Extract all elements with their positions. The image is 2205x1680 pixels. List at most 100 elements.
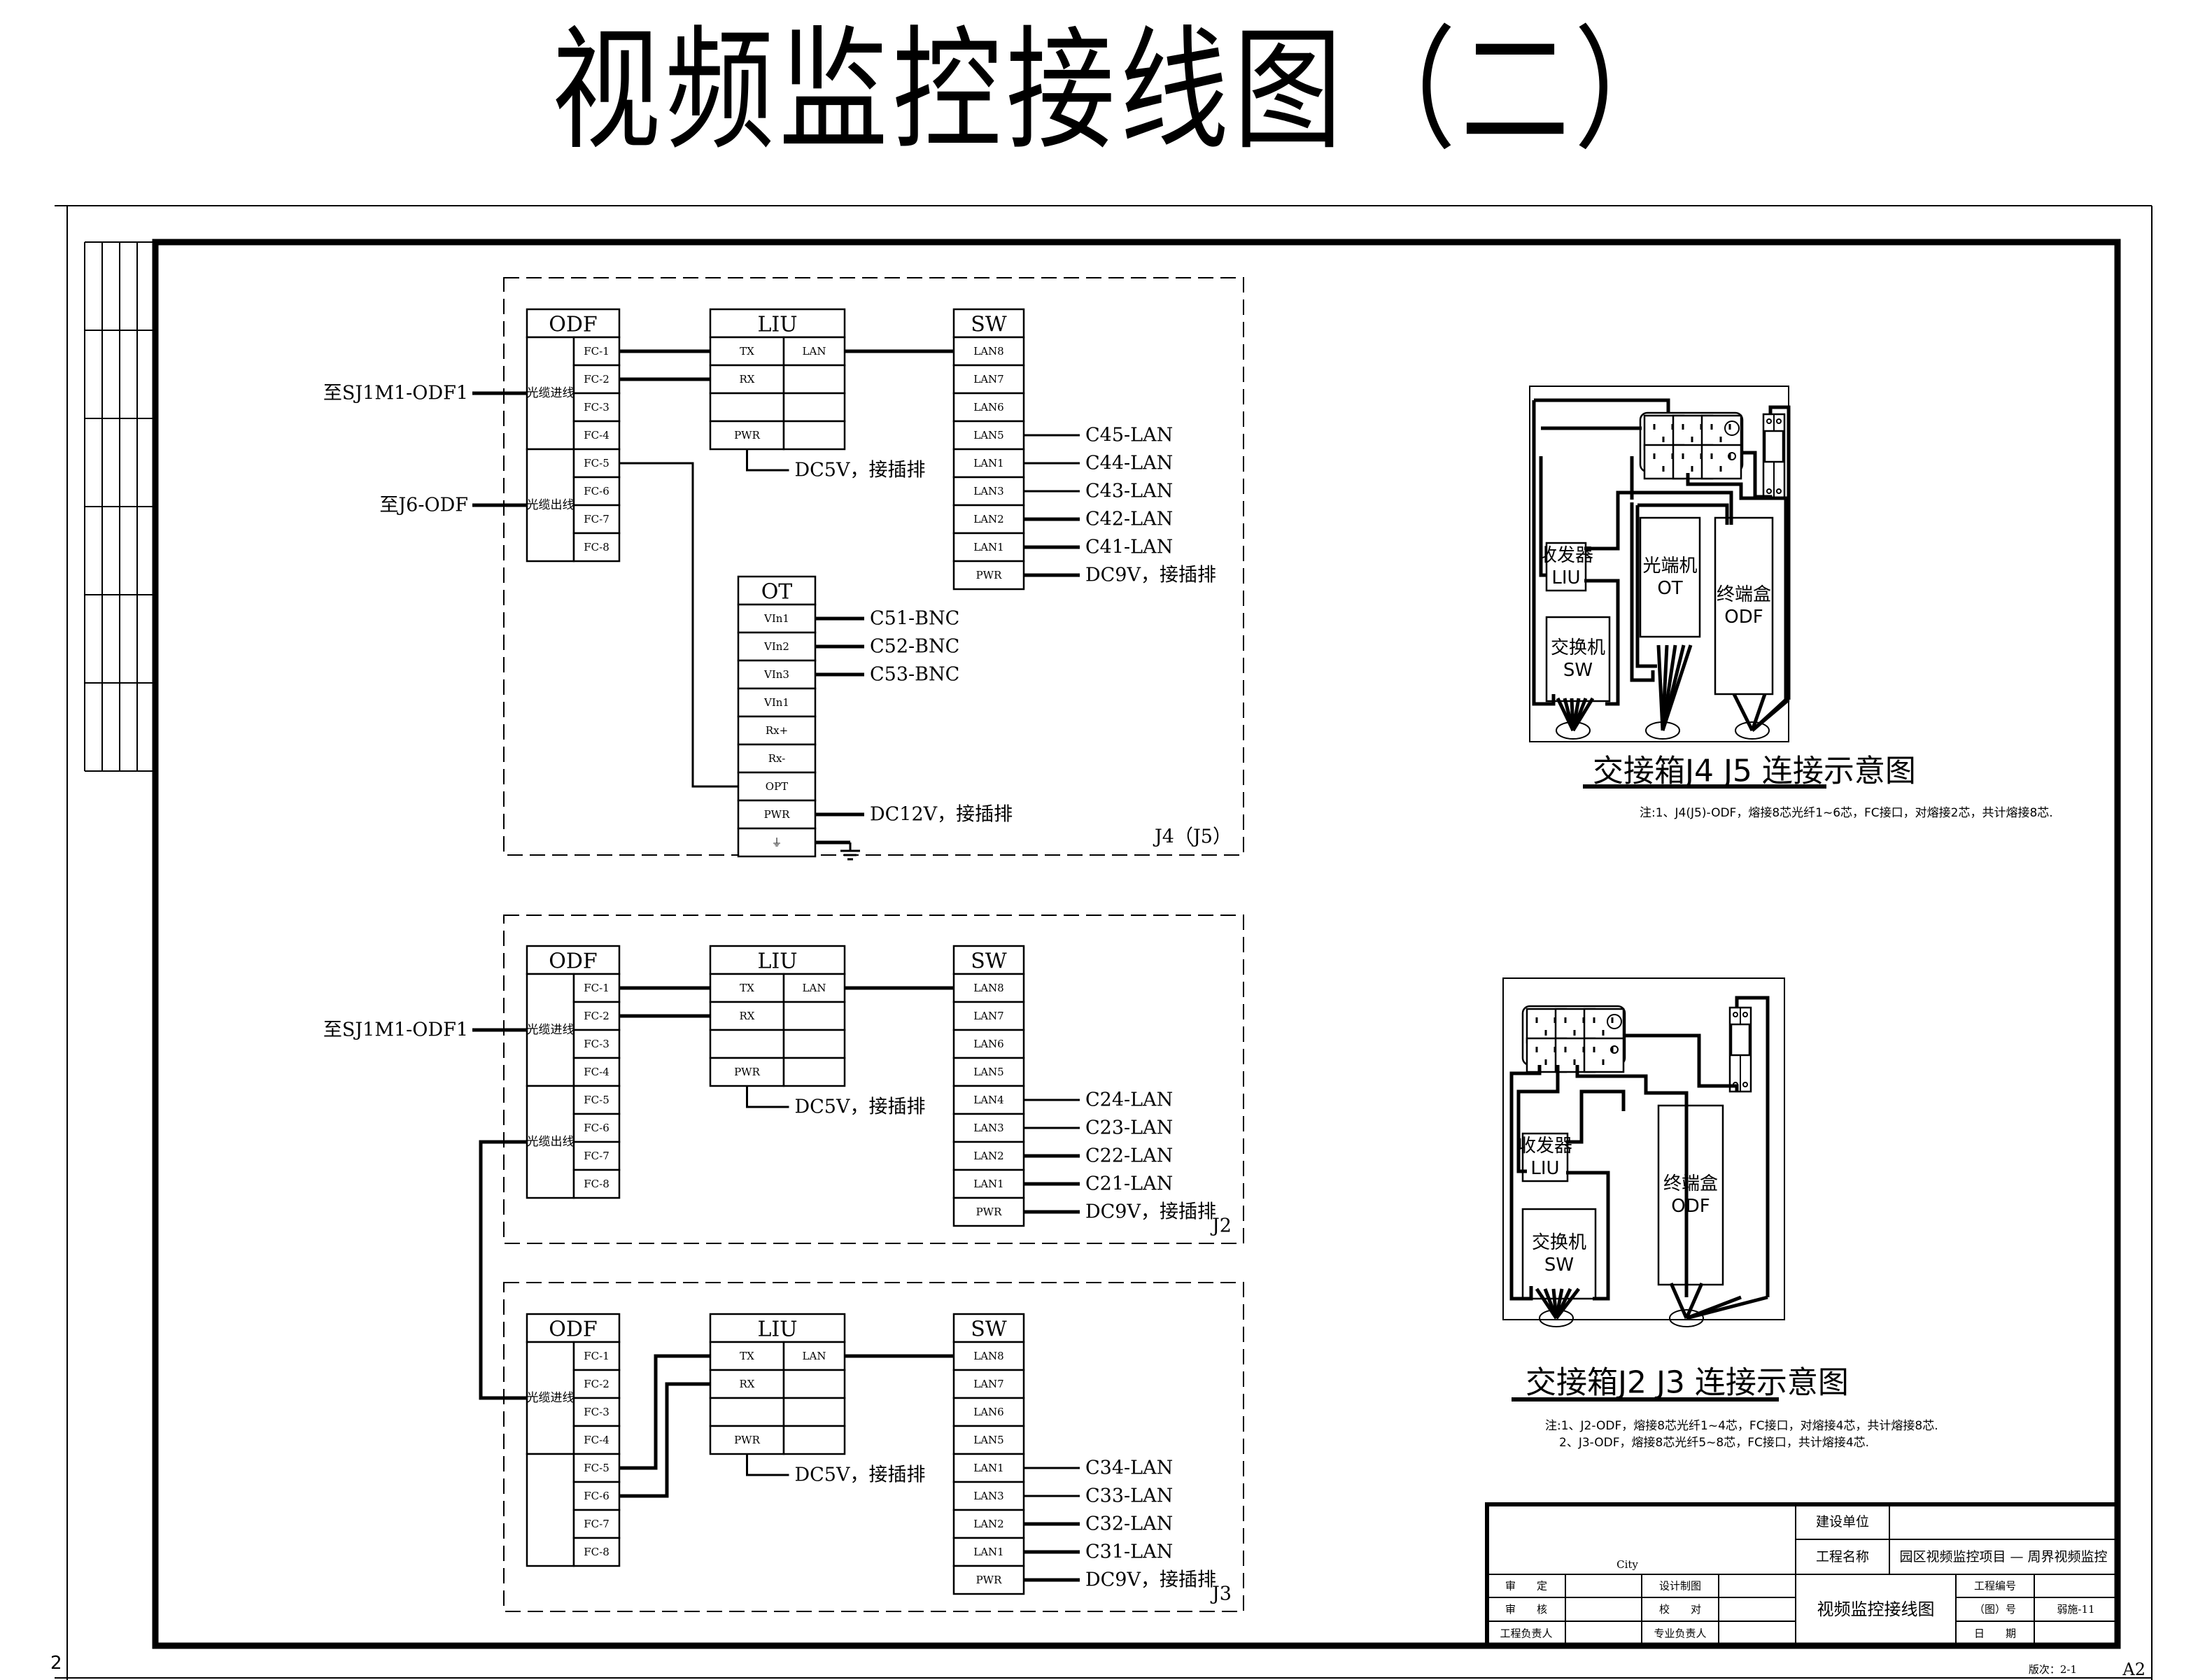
ot-target-label: C51-BNC [870, 608, 959, 630]
odf-port-label: FC-8 [584, 1178, 610, 1190]
sw-port-label: LAN8 [973, 1350, 1003, 1362]
breaker-screw [1776, 488, 1782, 494]
sw-port-label: LAN7 [973, 1378, 1003, 1390]
sw-target-label: C33-LAN [1085, 1485, 1173, 1507]
wiring-block-j3: J3ODF光缆进线FC-1FC-2FC-3FC-4FC-5FC-6FC-7FC-… [503, 1282, 1244, 1612]
terminal-box-unit-cn-label: 终端盒 [1717, 584, 1771, 605]
odf-port-label: FC-1 [584, 345, 610, 358]
cable-bundle [1555, 1287, 1580, 1320]
cable-gland-icon [1669, 1309, 1704, 1327]
liu-cell [709, 392, 785, 423]
cable-bundle [1750, 693, 1767, 731]
terminal-box-unit-body [1657, 1104, 1724, 1286]
sw-port-label: LAN8 [973, 345, 1003, 358]
external-cable-label: 至SJ1M1-ODF1 [323, 383, 468, 404]
fibre-fc5-tx [619, 1354, 710, 1470]
liu-cell [709, 1057, 785, 1087]
external-cable-label: 至J6-ODF [379, 495, 468, 516]
odf-port-label: FC-6 [584, 485, 610, 497]
liu-cell [709, 336, 785, 367]
transceiver-unit-body [1545, 542, 1587, 592]
outer-frame [55, 205, 2153, 1680]
power-led-icon [1728, 452, 1736, 460]
j2-to-j3-cable [479, 1140, 527, 1400]
power-wire [1637, 503, 1729, 525]
ot-port-label: VIn1 [763, 696, 789, 709]
odf-port-label: FC-5 [584, 457, 610, 470]
odf-port-label: FC-5 [584, 1094, 610, 1106]
sw-port-label: LAN2 [973, 1150, 1003, 1162]
liu-port-label: RX [740, 1010, 755, 1022]
odf-port-label: FC-8 [584, 541, 610, 553]
liu-cell [709, 1029, 785, 1059]
odf-port-label: FC-8 [584, 1546, 610, 1558]
optical-terminal-unit-cn-label: 光端机 [1642, 556, 1697, 577]
schematic-title: 交接箱J2 J3 连接示意图 [1526, 1365, 1849, 1401]
power-wire [1532, 400, 1556, 706]
odf-group-in-cell [526, 1341, 575, 1455]
liu-power-wire [746, 1086, 789, 1108]
block-boundary [503, 915, 1244, 1244]
sw-port-label: LAN1 [973, 1546, 1003, 1558]
odf-port-cell [572, 1001, 621, 1031]
optical-terminal-unit-en-label: OT [1657, 578, 1682, 599]
tb-logo-text: City [1616, 1558, 1638, 1571]
power-wire [1509, 1065, 1542, 1301]
odf-port-cell [572, 1057, 621, 1087]
title-block: City审 定设计制图审 核校 对工程负责人专业负责人建设单位工程名称园区视频监… [1485, 1502, 2146, 1679]
liu-port-label: LAN [803, 345, 826, 358]
sw-port-label: LAN6 [973, 401, 1003, 414]
breaker-screw [1742, 1012, 1748, 1017]
liu-power-wire [746, 1454, 789, 1476]
socket-icon [1583, 1037, 1625, 1073]
block-label: J4（J5） [1153, 826, 1232, 848]
fibre-fc5-opt [619, 462, 738, 788]
wiring-blocks: J4（J5） ODF光缆进线光缆出线FC-1FC-2FC-3FC-4FC-5FC-… [323, 277, 1244, 1612]
terminal-box-unit-cn-label: 终端盒 [1663, 1173, 1718, 1194]
odf-port-label: FC-2 [584, 1378, 610, 1390]
cable-bundle [1669, 1282, 1689, 1320]
ot-target-label: DC12V，接插排 [870, 804, 1013, 826]
tb-paper-size: A2 [2122, 1660, 2146, 1679]
liu-cell [709, 1425, 785, 1455]
odf-port-cell [572, 1397, 621, 1427]
sw-port-label: LAN8 [973, 982, 1003, 994]
ot-port-label: VIn1 [763, 612, 789, 625]
tb-project-name-value: 园区视频监控项目 — 周界视频监控 [1899, 1549, 2107, 1565]
power-led-icon [1610, 1045, 1619, 1054]
socket-icon [1700, 444, 1742, 480]
breaker-wire [1743, 451, 1773, 499]
schematic-title: 交接箱J4 J5 连接示意图 [1593, 754, 1916, 789]
circuit-breaker [1762, 413, 1786, 500]
liu-cell [709, 1397, 785, 1427]
odf-panel: ODF光缆进线光缆出线FC-1FC-2FC-3FC-4FC-5FC-6FC-7F… [526, 308, 621, 563]
terminal-box-unit-en-label: ODF [1671, 1196, 1710, 1217]
transceiver-unit-cn-label: 收发器 [1518, 1136, 1572, 1157]
sw-port-cell [952, 1369, 1025, 1399]
odf-port-cell [572, 448, 621, 479]
odf-port-cell [572, 1113, 621, 1143]
liu-cell [782, 1425, 846, 1455]
sw-port-label: LAN2 [973, 1518, 1003, 1530]
optical-terminal-unit-body [1639, 516, 1701, 638]
sw-port-cell [952, 1453, 1025, 1483]
sw-port-cell [952, 1425, 1025, 1455]
block-label: J3 [1210, 1583, 1232, 1605]
power-wire [1539, 456, 1547, 577]
liu-port-label: TX [740, 1350, 754, 1362]
sw-target-label: C43-LAN [1085, 481, 1173, 502]
tb-project-no-label: 工程编号 [1974, 1580, 2016, 1593]
sw-port-label: LAN3 [973, 1490, 1003, 1502]
liu-port-label: RX [740, 1378, 755, 1390]
odf-header: ODF [549, 950, 597, 974]
odf-group-out-cell [526, 1453, 575, 1567]
liu-port-label: LAN [803, 982, 826, 994]
odf-panel: ODF光缆进线光缆出线FC-1FC-2FC-3FC-4FC-5FC-6FC-7F… [526, 945, 621, 1199]
odf-port-label: FC-1 [584, 982, 610, 994]
